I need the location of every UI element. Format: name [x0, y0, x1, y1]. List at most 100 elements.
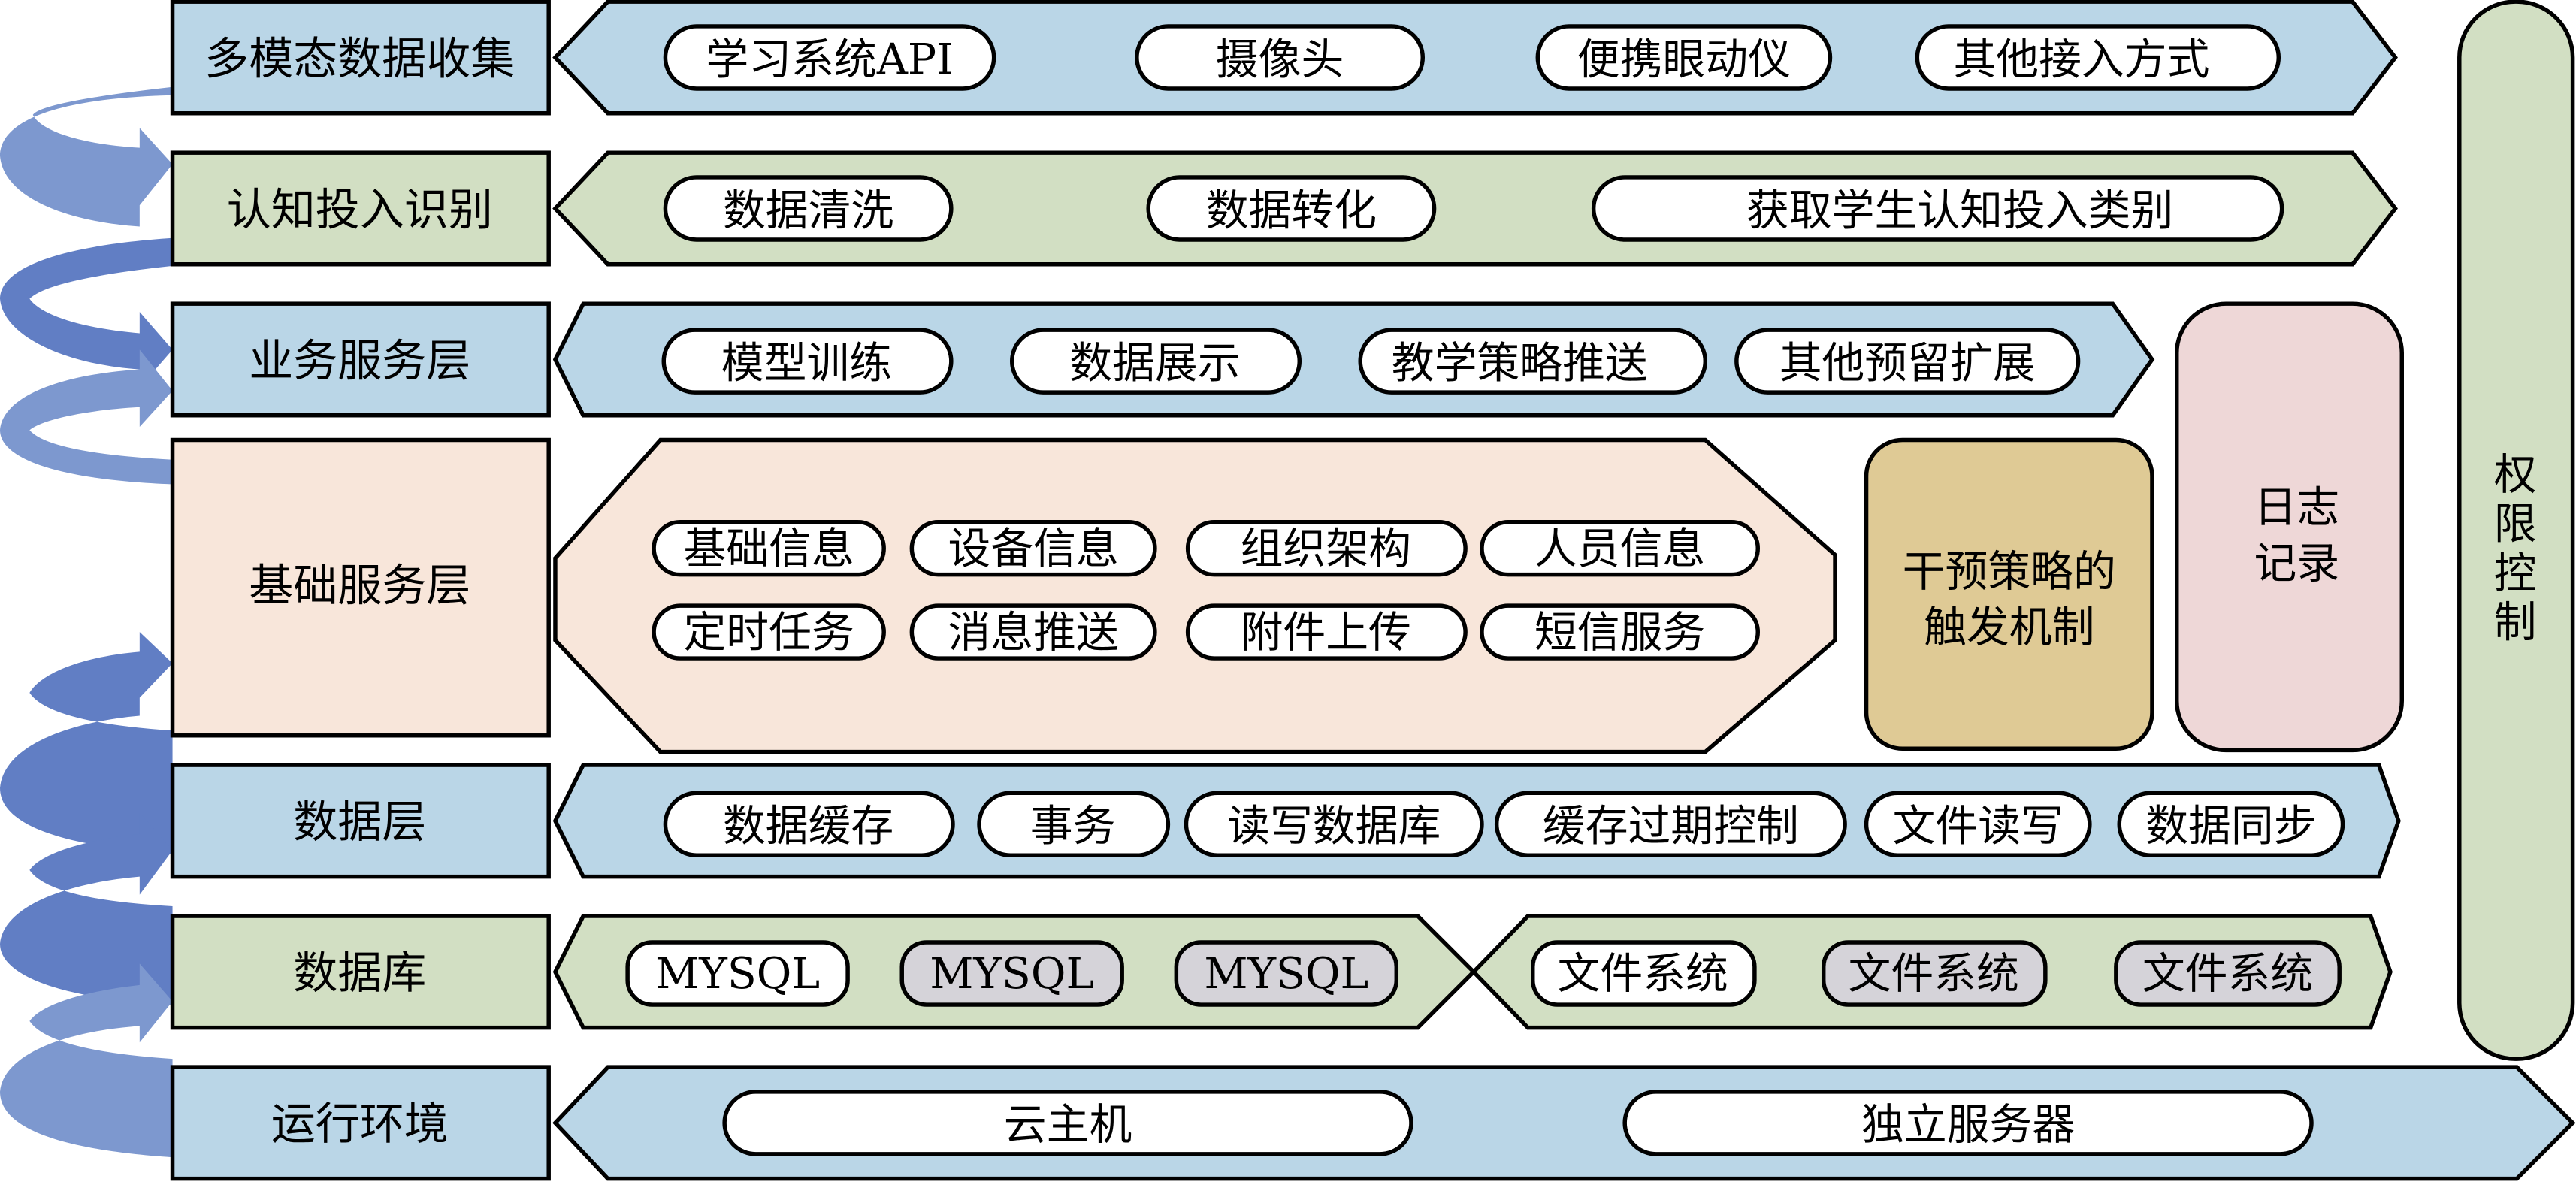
- pill-label: 文件系统: [1558, 949, 1728, 999]
- pill[interactable]: 其他预留扩展: [1734, 328, 2081, 395]
- pill[interactable]: 独立服务器: [1622, 1090, 2314, 1156]
- layer-label: 运行环境: [271, 1098, 449, 1150]
- pill-label: MYSQL: [655, 949, 820, 999]
- pill[interactable]: 设备信息: [909, 520, 1157, 577]
- pill-label: MYSQL: [1204, 949, 1368, 999]
- layer-label-box: [170, 914, 551, 1030]
- pill[interactable]: 数据展示: [1009, 328, 1302, 395]
- layer-data: 数据层 数据缓存 事务 读写数据库 缓存过期控制 文件读写 数据同步: [170, 763, 2401, 879]
- pill-filesystem[interactable]: 文件系统: [2114, 940, 2342, 1007]
- layer-label: 认知投入识别: [227, 183, 493, 235]
- pill-label: 文件系统: [1849, 949, 2019, 999]
- pill-label: 便携眼动仪: [1577, 35, 1791, 84]
- layer-business-service: 业务服务层 模型训练 数据展示 教学策略推送 其他预留扩展: [170, 301, 2155, 418]
- pill[interactable]: 组织架构: [1185, 520, 1468, 577]
- pill[interactable]: 学习系统API: [663, 24, 996, 91]
- pill-mysql[interactable]: MYSQL: [899, 940, 1124, 1007]
- pill-label: 事务: [1030, 802, 1116, 851]
- trigger-label-line1: 干预策略的: [1903, 547, 2116, 597]
- pill[interactable]: 短信服务: [1480, 603, 1760, 661]
- layer-foundation-service: 基础服务层 基础信息 设备信息 组织架构 人员信息 定时任务 消息推送: [170, 437, 1837, 754]
- log-record-box[interactable]: 日志 记录: [2175, 301, 2404, 753]
- pill[interactable]: 消息推送: [909, 603, 1157, 661]
- layer-label-box: [170, 301, 551, 418]
- curved-arrow-up-icon: [0, 963, 173, 1158]
- pill-filesystem[interactable]: 文件系统: [1531, 940, 1757, 1007]
- pill-label: 获取学生认知投入类别: [1746, 186, 2173, 235]
- layer-label-box: [170, 0, 551, 116]
- pill[interactable]: 便携眼动仪: [1535, 24, 1833, 91]
- layer-label-box: [170, 150, 551, 267]
- pill[interactable]: 获取学生认知投入类别: [1591, 175, 2284, 242]
- pill[interactable]: 数据缓存: [663, 791, 955, 857]
- pill[interactable]: 定时任务: [652, 603, 886, 661]
- pill-label: 教学策略推送: [1392, 339, 1648, 388]
- pill[interactable]: 数据转化: [1146, 175, 1437, 242]
- trigger-mechanism-box[interactable]: 干预策略的 触发机制: [1864, 437, 2154, 751]
- pill-label: 数据清洗: [723, 186, 893, 235]
- log-label-line1: 日志: [2254, 483, 2340, 533]
- pill-label: 数据转化: [1206, 186, 1377, 235]
- curved-arrow-up-icon: [0, 632, 173, 854]
- layer-content-hexagon: [553, 437, 1837, 754]
- pill-label: 摄像头: [1216, 35, 1344, 84]
- pill[interactable]: 模型训练: [661, 328, 954, 395]
- permission-char: 限: [2494, 500, 2537, 549]
- pill[interactable]: 人员信息: [1480, 520, 1760, 577]
- pill-label: 学习系统API: [706, 35, 954, 84]
- pill-label: MYSQL: [930, 949, 1094, 999]
- pill[interactable]: 云主机: [722, 1090, 1413, 1156]
- layer-label: 基础服务层: [249, 560, 470, 612]
- pill-label: 独立服务器: [1861, 1100, 2075, 1150]
- pill-label: 人员信息: [1534, 524, 1705, 573]
- permission-char: 控: [2494, 549, 2537, 598]
- pill-label: 短信服务: [1534, 608, 1705, 658]
- pill[interactable]: 基础信息: [652, 520, 886, 577]
- pill-label: 基础信息: [683, 524, 854, 573]
- pill-label: 其他接入方式: [1953, 35, 2209, 84]
- curved-arrow-up-icon: [0, 812, 173, 1005]
- pill-label: 附件上传: [1241, 608, 1411, 658]
- pill-label: 定时任务: [683, 608, 854, 658]
- layer-label-box: [170, 1065, 551, 1181]
- trigger-label-line2: 触发机制: [1924, 603, 2094, 652]
- pill[interactable]: 文件读写: [1864, 791, 2092, 857]
- pill-label: 读写数据库: [1227, 802, 1441, 851]
- pill-label: 模型训练: [721, 339, 892, 388]
- layer-label-box: [170, 437, 551, 738]
- permission-char: 权: [2494, 450, 2537, 500]
- pill[interactable]: 事务: [977, 791, 1171, 857]
- permission-char: 制: [2494, 598, 2537, 648]
- pill[interactable]: 数据清洗: [663, 175, 954, 242]
- permission-control-box[interactable]: 权 限 控 制: [2457, 0, 2575, 1061]
- pill[interactable]: 摄像头: [1135, 24, 1426, 91]
- pill-label: 组织架构: [1241, 524, 1411, 573]
- log-label-line2: 记录: [2254, 539, 2340, 588]
- layer-label: 数据层: [293, 796, 426, 848]
- pill-label: 消息推送: [948, 608, 1118, 658]
- layer-database: 数据库 MYSQL MYSQL MYSQL 文件系统 文件系统 文件系统: [170, 914, 2393, 1030]
- pill-label: 设备信息: [948, 524, 1118, 573]
- pill[interactable]: 其他接入方式: [1915, 24, 2281, 91]
- pill-mysql[interactable]: MYSQL: [625, 940, 850, 1007]
- pill-mysql[interactable]: MYSQL: [1174, 940, 1399, 1007]
- layer-data-collection: 多模态数据收集 学习系统API 摄像头 便携眼动仪 其他接入方式: [170, 0, 2398, 116]
- pill-label: 数据展示: [1069, 339, 1240, 388]
- pill[interactable]: 附件上传: [1185, 603, 1468, 661]
- pill[interactable]: 数据同步: [2117, 791, 2345, 857]
- layer-label: 多模态数据收集: [204, 32, 515, 84]
- layer-label: 数据库: [293, 947, 426, 999]
- pill[interactable]: 缓存过期控制: [1494, 791, 1847, 857]
- pill-label: 文件系统: [2142, 949, 2313, 999]
- pill[interactable]: 教学策略推送: [1358, 328, 1708, 395]
- curved-arrow-up-icon: [0, 349, 173, 485]
- pill-label: 文件读写: [1893, 802, 2064, 851]
- layer-cognitive-recognition: 认知投入识别 数据清洗 数据转化 获取学生认知投入类别: [170, 150, 2398, 267]
- pill[interactable]: 读写数据库: [1184, 791, 1484, 857]
- pill-label: 其他预留扩展: [1779, 339, 2036, 388]
- pill-label: 缓存过期控制: [1543, 802, 1799, 851]
- pill-filesystem[interactable]: 文件系统: [1821, 940, 2048, 1007]
- pill-label: 数据同步: [2145, 802, 2316, 851]
- layer-runtime-environment: 运行环境 云主机 独立服务器: [170, 1065, 2576, 1181]
